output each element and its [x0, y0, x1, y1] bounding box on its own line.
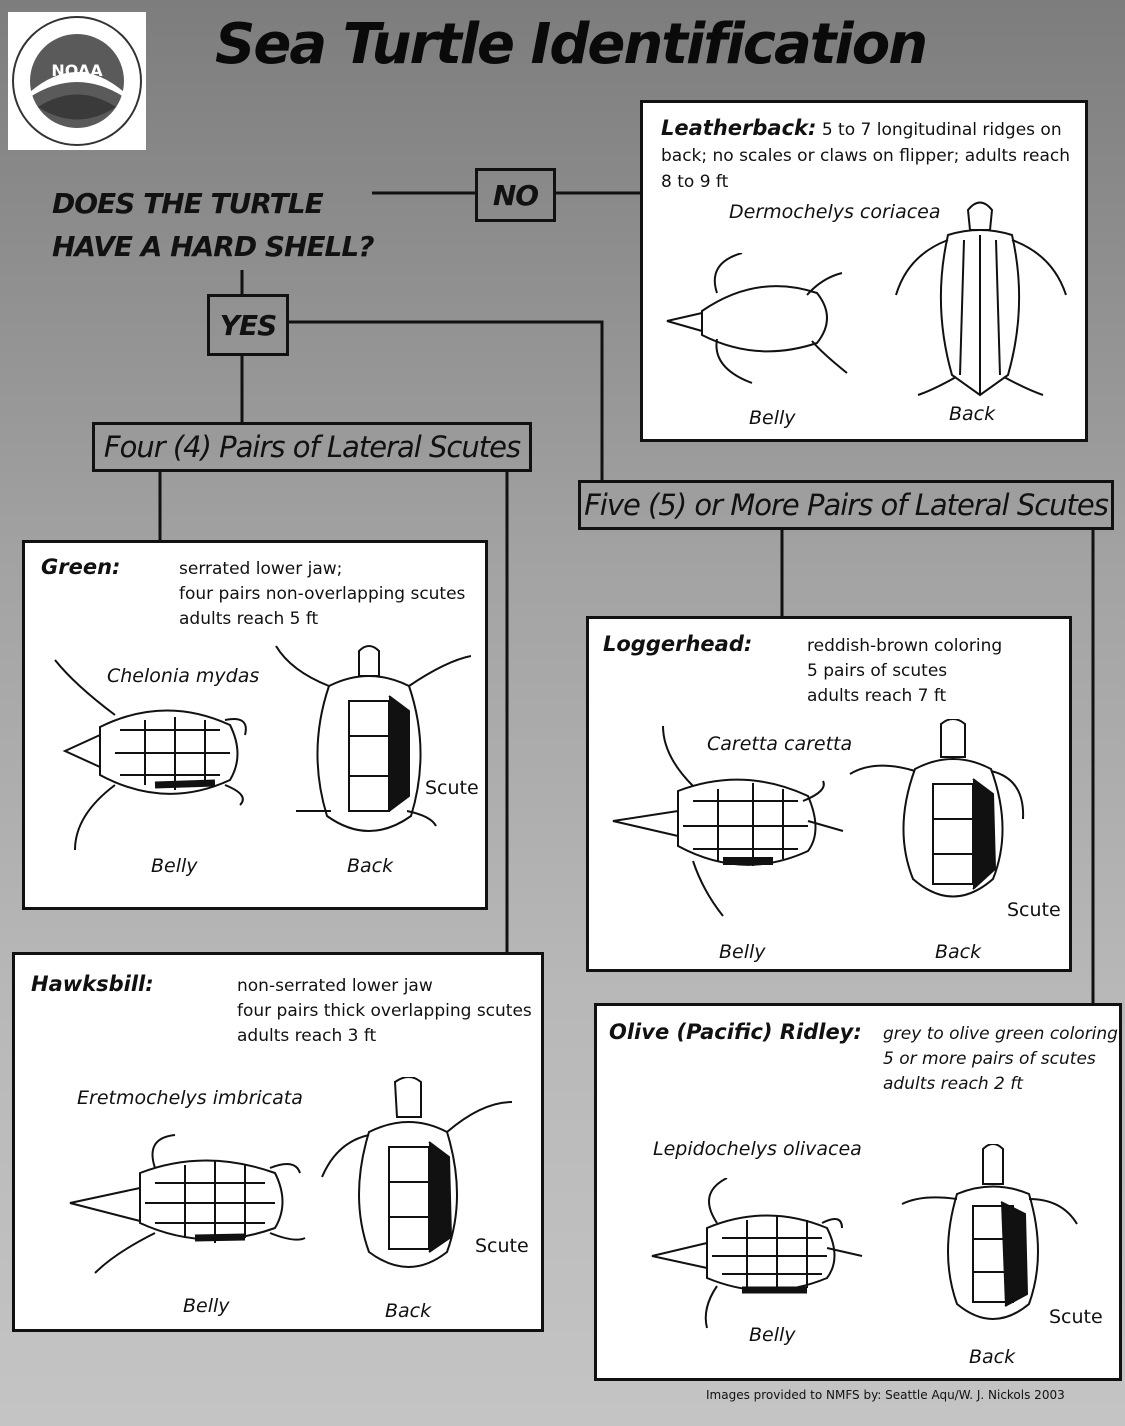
loggerhead-desc-line-3: adults reach 7 ft — [807, 684, 1002, 709]
loggerhead-scute-label: Scute — [1007, 899, 1061, 921]
page-title: Sea Turtle Identification — [215, 12, 926, 77]
olive-ridley-panel: Olive (Pacific) Ridley: grey to olive gr… — [594, 1003, 1122, 1381]
olive-ridley-scientific-name: Lepidochelys olivacea — [653, 1138, 862, 1160]
green-panel: Green: serrated lower jaw; four pairs no… — [22, 540, 488, 910]
olive-ridley-name: Olive (Pacific) Ridley: — [609, 1020, 862, 1044]
leatherback-belly-illustration — [657, 253, 872, 393]
green-description: serrated lower jaw; four pairs non-overl… — [179, 557, 465, 632]
leatherback-panel: Leatherback: 5 to 7 longitudinal ridges … — [640, 100, 1088, 442]
question-line-1: DOES THE TURTLE — [52, 182, 373, 225]
hawksbill-name: Hawksbill: — [31, 972, 154, 996]
hawksbill-desc-line-1: non-serrated lower jaw — [237, 974, 532, 999]
olive-ridley-belly-caption: Belly — [749, 1324, 796, 1346]
olive-ridley-back-caption: Back — [969, 1346, 1015, 1368]
leatherback-name: Leatherback: — [661, 116, 816, 140]
hawksbill-scientific-name: Eretmochelys imbricata — [77, 1087, 303, 1109]
hawksbill-scute-label: Scute — [475, 1235, 529, 1257]
loggerhead-description: reddish-brown coloring 5 pairs of scutes… — [807, 634, 1002, 709]
loggerhead-back-caption: Back — [935, 941, 981, 963]
loggerhead-back-illustration — [845, 719, 1060, 919]
image-credit: Images provided to NMFS by: Seattle Aqu/… — [706, 1388, 1065, 1402]
green-desc-line-1: serrated lower jaw; — [179, 557, 465, 582]
hawksbill-belly-illustration — [65, 1133, 325, 1293]
four-pairs-scutes-box: Four (4) Pairs of Lateral Scutes — [92, 422, 532, 472]
loggerhead-name: Loggerhead: — [603, 632, 752, 656]
loggerhead-belly-illustration — [603, 721, 853, 921]
green-desc-line-2: four pairs non-overlapping scutes — [179, 582, 465, 607]
no-answer-box: NO — [475, 168, 556, 222]
green-belly-illustration — [45, 655, 255, 860]
green-back-caption: Back — [347, 855, 393, 877]
question-line-2: HAVE A HARD SHELL? — [52, 225, 373, 268]
leatherback-belly-caption: Belly — [749, 407, 796, 429]
five-pairs-scutes-box: Five (5) or More Pairs of Lateral Scutes — [578, 480, 1114, 530]
olive-ridley-belly-illustration — [647, 1178, 867, 1338]
loggerhead-desc-line-2: 5 pairs of scutes — [807, 659, 1002, 684]
loggerhead-desc-line-1: reddish-brown coloring — [807, 634, 1002, 659]
olive-ridley-desc-line-2: 5 or more pairs of scutes — [883, 1047, 1118, 1072]
hawksbill-desc-line-2: four pairs thick overlapping scutes — [237, 999, 532, 1024]
hawksbill-back-caption: Back — [385, 1300, 431, 1322]
olive-ridley-description: grey to olive green coloring 5 or more p… — [883, 1022, 1118, 1097]
green-belly-caption: Belly — [151, 855, 198, 877]
noaa-logo: NOAA — [8, 12, 146, 150]
yes-answer-box: YES — [207, 294, 289, 356]
hawksbill-belly-caption: Belly — [183, 1295, 230, 1317]
green-back-illustration — [271, 641, 471, 851]
green-desc-line-3: adults reach 5 ft — [179, 607, 465, 632]
green-name: Green: — [41, 555, 120, 579]
hawksbill-description: non-serrated lower jaw four pairs thick … — [237, 974, 532, 1049]
leatherback-back-caption: Back — [949, 403, 995, 425]
loggerhead-panel: Loggerhead: reddish-brown coloring 5 pai… — [586, 616, 1072, 972]
leatherback-back-illustration — [888, 195, 1073, 400]
green-scute-label: Scute — [425, 777, 479, 799]
hawksbill-panel: Hawksbill: non-serrated lower jaw four p… — [12, 952, 544, 1332]
hard-shell-question: DOES THE TURTLE HAVE A HARD SHELL? — [52, 182, 373, 268]
hawksbill-desc-line-3: adults reach 3 ft — [237, 1024, 532, 1049]
svg-text:NOAA: NOAA — [51, 61, 103, 80]
olive-ridley-desc-line-1: grey to olive green coloring — [883, 1022, 1118, 1047]
loggerhead-belly-caption: Belly — [719, 941, 766, 963]
olive-ridley-desc-line-3: adults reach 2 ft — [883, 1072, 1118, 1097]
olive-ridley-scute-label: Scute — [1049, 1306, 1103, 1328]
